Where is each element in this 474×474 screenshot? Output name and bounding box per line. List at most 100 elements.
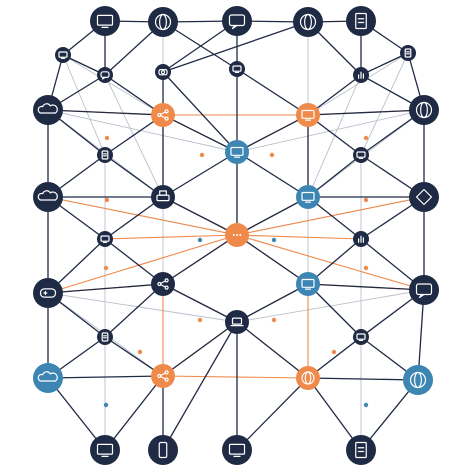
connection-line-navy: [162, 114, 238, 153]
connection-line-orange: [47, 196, 238, 236]
nodes-layer: [33, 6, 439, 465]
network-node: [90, 6, 120, 36]
node-circle: [155, 64, 171, 80]
document-icon: [101, 332, 109, 342]
node-circle: [148, 435, 178, 465]
network-node: [225, 310, 249, 334]
network-node: [296, 103, 320, 127]
share-icon: [157, 109, 169, 121]
network-node: [222, 435, 252, 465]
network-node: [222, 6, 252, 36]
connection-line-navy: [162, 71, 238, 153]
connection-line-navy: [307, 377, 419, 381]
junction-dot: [104, 197, 110, 203]
monitor-icon: [301, 109, 315, 121]
diamond-icon: [415, 188, 433, 206]
junction-dot: [271, 237, 277, 243]
connection-line-orange: [47, 234, 238, 294]
network-node: [403, 365, 433, 395]
node-circle: [409, 275, 439, 305]
node-circle: [353, 147, 369, 163]
chat-icon: [100, 71, 110, 80]
cloud-icon: [37, 190, 58, 201]
globe-icon: [409, 371, 427, 389]
network-node: [400, 45, 416, 61]
network-node: [296, 185, 320, 209]
node-circle: [346, 435, 376, 465]
node-circle: [353, 329, 369, 345]
connection-line-grey: [236, 109, 425, 153]
junction-dot: [197, 317, 203, 323]
connection-line-navy: [162, 321, 238, 451]
junction-dot: [199, 152, 205, 158]
network-node: [353, 329, 369, 345]
connection-line-navy: [162, 234, 238, 285]
connection-line-navy: [236, 114, 309, 153]
node-circle: [346, 6, 376, 36]
network-node: [346, 6, 376, 36]
printer-icon: [156, 190, 170, 202]
node-circle: [33, 95, 63, 125]
globe-icon: [415, 101, 433, 119]
connection-line-grey: [360, 52, 409, 156]
connection-line-navy: [47, 109, 164, 116]
monitor-icon: [301, 191, 315, 203]
junction-dots-layer: [103, 135, 369, 408]
connection-line-navy: [307, 283, 362, 338]
monitor-icon: [100, 235, 110, 244]
network-node: [90, 435, 120, 465]
node-circle: [151, 272, 175, 296]
network-node: [409, 275, 439, 305]
cloud-icon: [37, 371, 58, 382]
network-node: [151, 103, 175, 127]
junction-dot: [363, 197, 369, 203]
junction-dot: [363, 265, 369, 271]
chart-icon: [357, 71, 365, 79]
network-node: [151, 185, 175, 209]
network-node: [33, 278, 63, 308]
network-node: [97, 329, 113, 345]
node-circle: [225, 140, 249, 164]
connection-line-navy: [236, 283, 309, 323]
connection-line-grey: [62, 54, 106, 156]
connection-line-navy: [360, 52, 409, 76]
junction-dot: [271, 317, 277, 323]
connection-line-orange: [236, 234, 362, 240]
globe-icon: [301, 371, 315, 385]
node-circle: [296, 272, 320, 296]
connection-line-orange: [236, 196, 425, 236]
connection-line-orange: [162, 375, 309, 379]
connection-line-grey: [307, 74, 362, 198]
node-circle: [409, 182, 439, 212]
network-node: [97, 231, 113, 247]
connection-line-navy: [236, 151, 309, 198]
node-circle: [90, 435, 120, 465]
network-node: [155, 64, 171, 80]
connection-line-grey: [104, 74, 164, 198]
node-circle: [33, 278, 63, 308]
network-node: [55, 47, 71, 63]
chat-icon: [228, 14, 246, 30]
network-node: [33, 95, 63, 125]
node-circle: [222, 435, 252, 465]
junction-dot: [137, 349, 143, 355]
connection-line-navy: [162, 321, 238, 377]
connection-line-navy: [236, 234, 309, 285]
junction-dot: [363, 402, 369, 408]
network-node: [409, 95, 439, 125]
phone-icon: [158, 441, 168, 459]
network-node: [97, 147, 113, 163]
camera-icon: [158, 68, 168, 76]
gamepad-icon: [39, 288, 57, 298]
network-node: [346, 435, 376, 465]
connection-line-navy: [47, 283, 164, 294]
network-node: [293, 7, 323, 37]
chat-icon: [415, 283, 433, 299]
connection-line-orange: [104, 234, 238, 240]
network-node: [33, 182, 63, 212]
dots-icon: [232, 234, 242, 236]
node-circle: [90, 6, 120, 36]
network-node: [296, 366, 320, 390]
monitor-icon: [58, 51, 68, 60]
node-circle: [33, 182, 63, 212]
